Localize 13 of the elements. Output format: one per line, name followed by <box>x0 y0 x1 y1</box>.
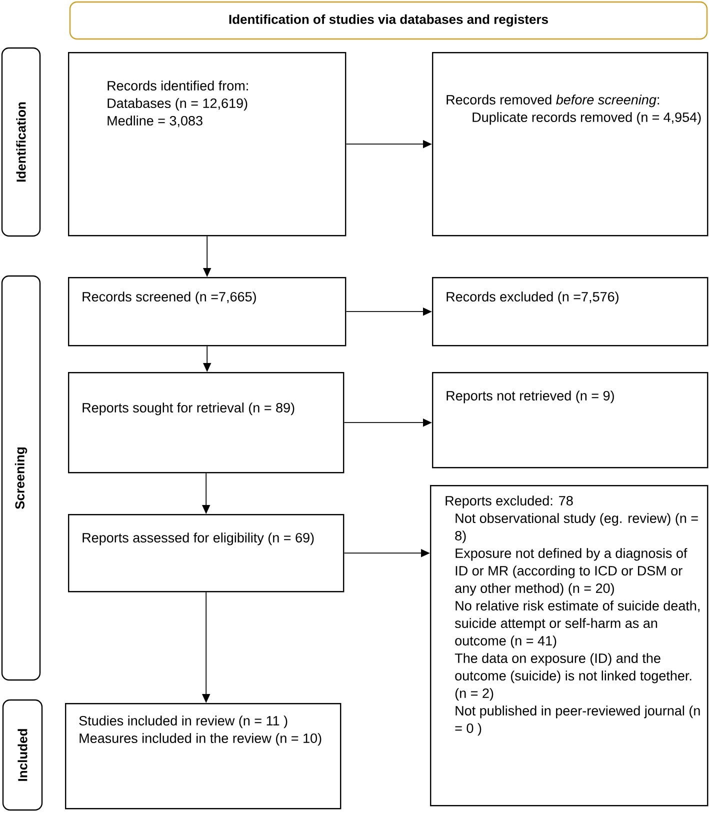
process-box: Reports assessed for eligibility (n = 69) <box>68 514 344 592</box>
process-box: Records removed before screening: Duplicate records removed (n = 4,954) <box>432 52 708 236</box>
process-box: Studies included in review (n = 11 ) Measures included in the review (n = 10) <box>65 703 342 810</box>
phase-label: Included <box>2 699 43 811</box>
section-banner: Identification of studies via databases and registers <box>69 1 708 40</box>
phase-label: Screening <box>1 275 41 681</box>
process-box: Reports excluded: 78 Not observational study (eg. review) (n = 8) Exposure not defined by a diagnosis of ID or MR (according to ICD or DSM or any other method) (n = 20) No relative risk estimate of suicide death, suicide attempt or self-harm as an outcome (n = 41) The data on exposure (ID) and the outcome (suicide) is not linked together. (n = 2) Not published in peer-reviewed journal (n = 0 ) <box>430 485 708 806</box>
phase-label: Identification <box>1 47 41 237</box>
process-box: Records identified from: Databases (n = 12,619) Medline = 3,083 <box>68 52 346 236</box>
process-box: Records screened (n =7,665) <box>68 277 346 346</box>
process-box: Records excluded (n =7,576) <box>432 277 708 346</box>
process-box: Reports not retrieved (n = 9) <box>432 372 708 468</box>
process-box: Reports sought for retrieval (n = 89) <box>68 372 344 474</box>
